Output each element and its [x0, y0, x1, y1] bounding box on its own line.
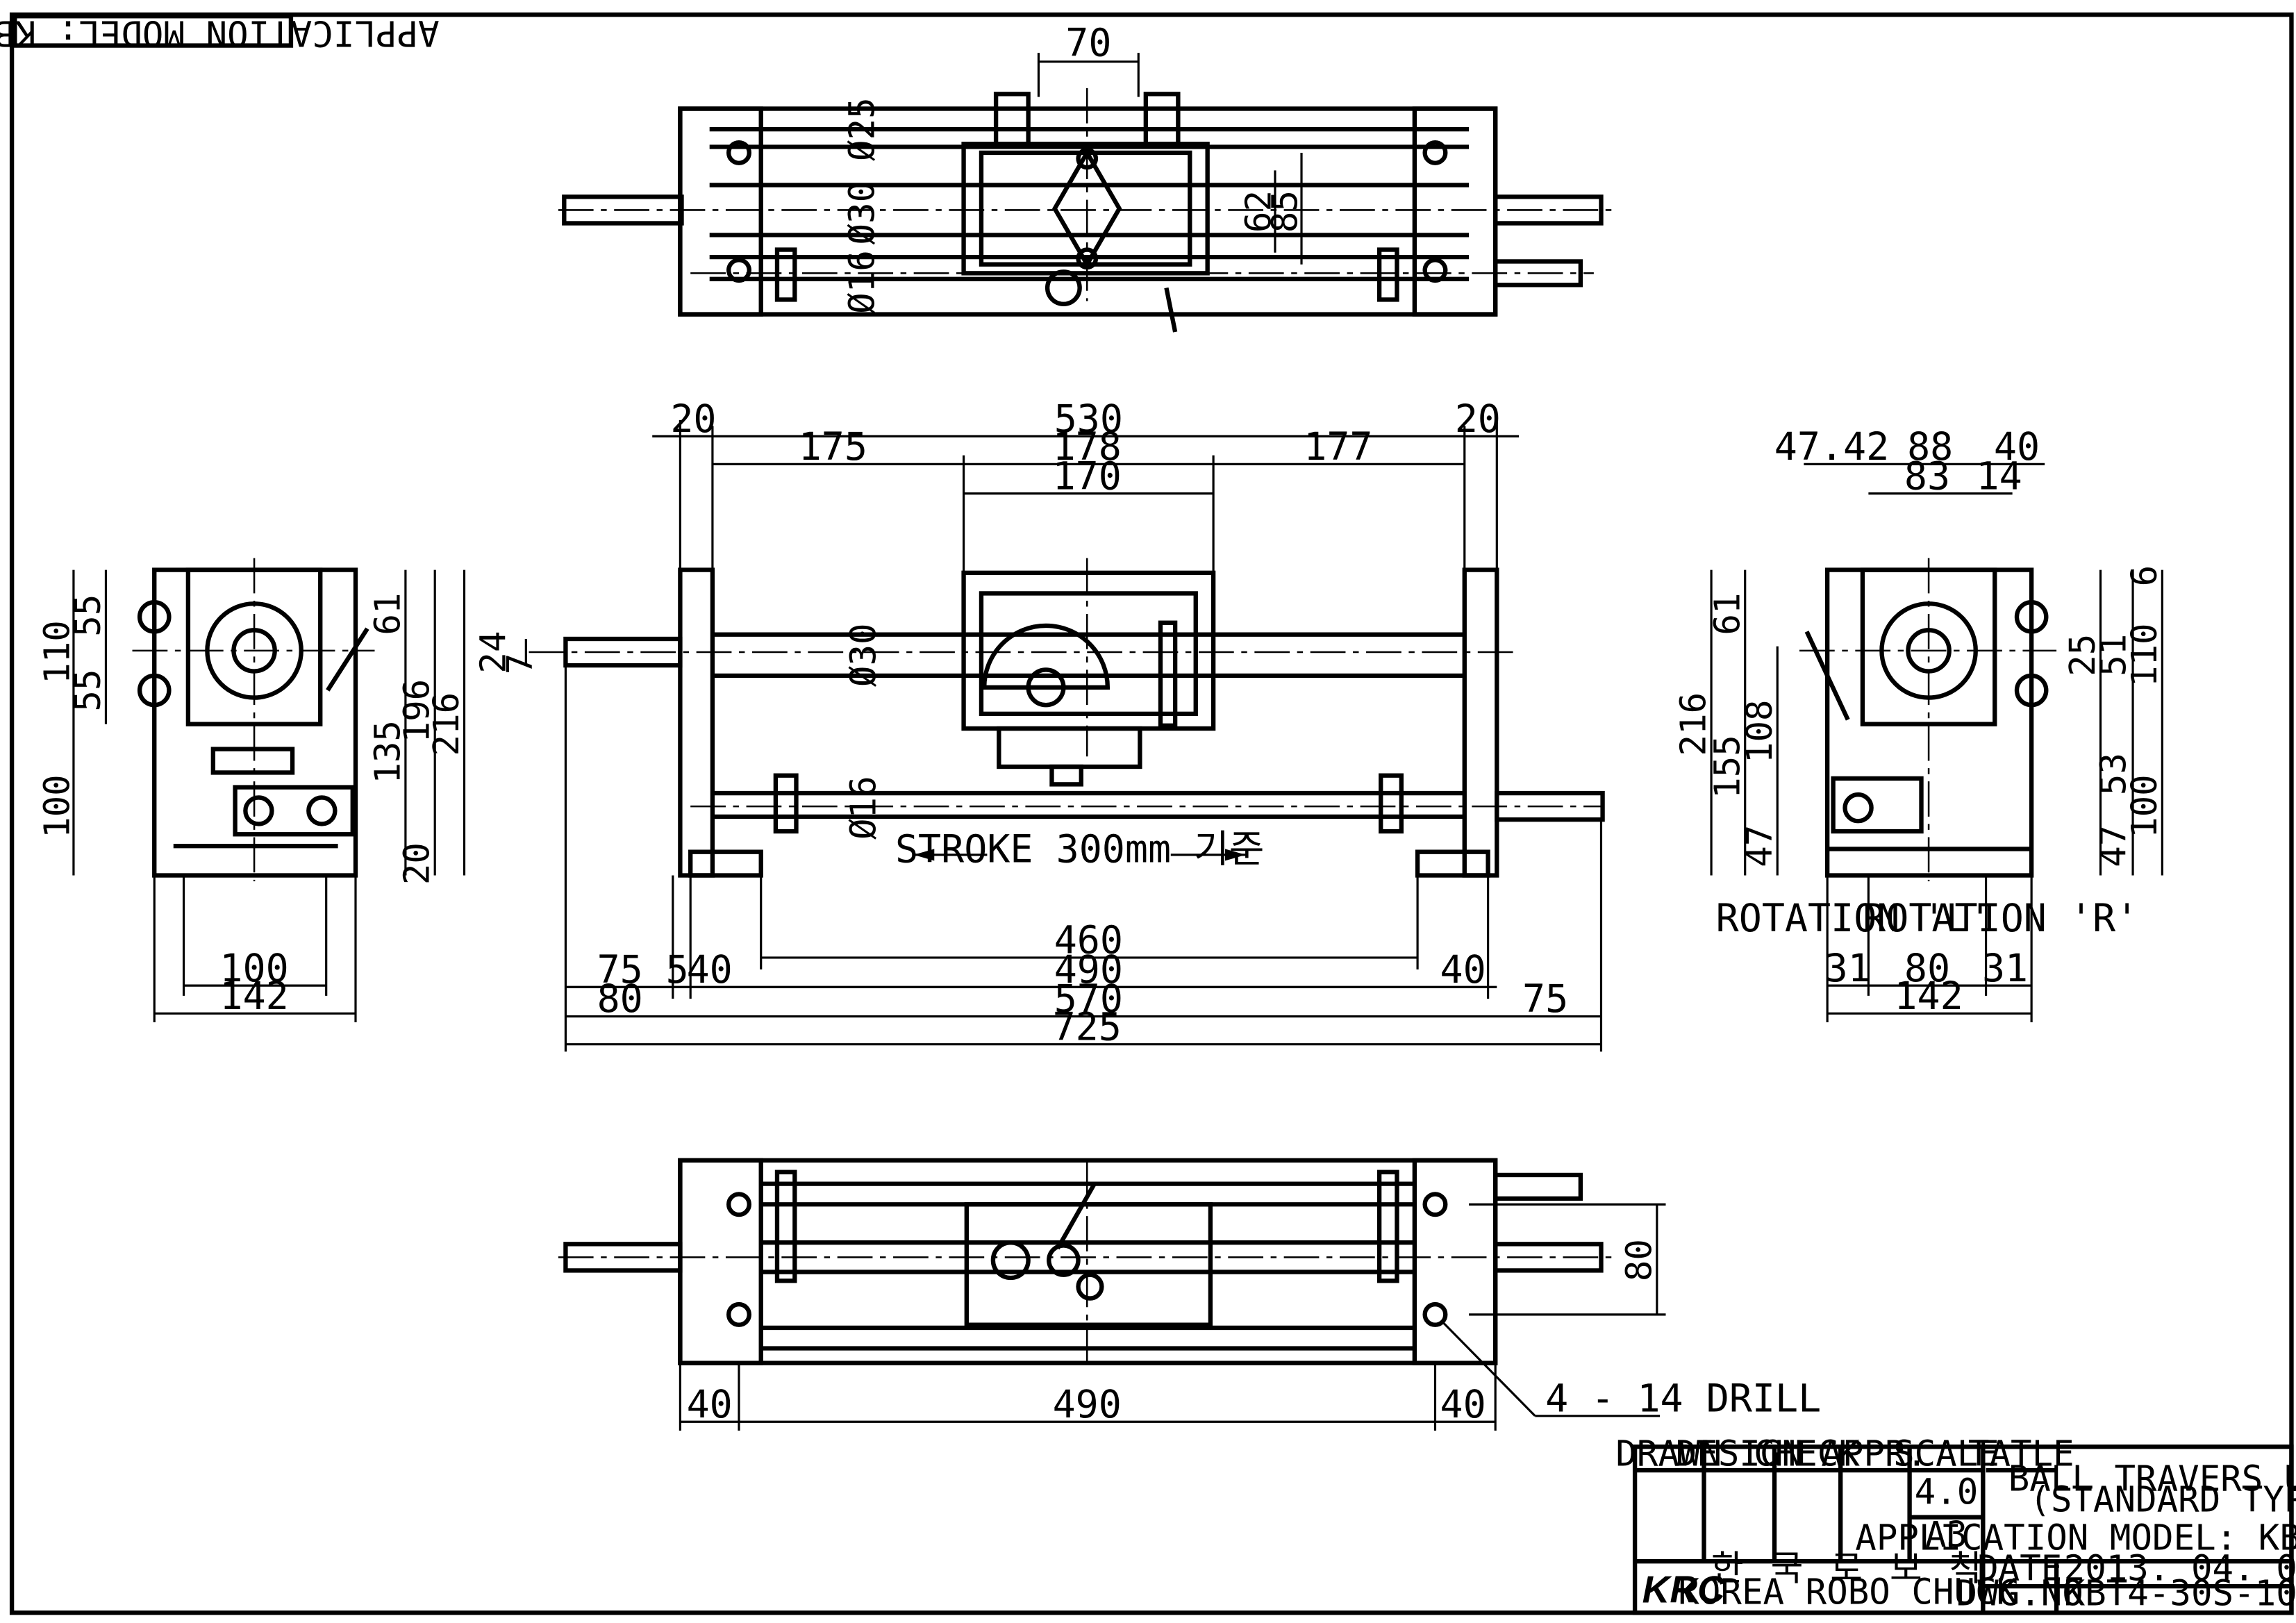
tb-check-header: CHECK [1754, 1433, 1860, 1474]
front-dim-40-left: 40 [687, 947, 733, 992]
left-dim-135: 135 [367, 720, 408, 784]
front-dim-40-right: 40 [1440, 947, 1486, 992]
tb-date-label: DATE [1977, 1548, 2062, 1589]
front-dim-178: 178 [1053, 424, 1122, 469]
tb-company-english: KOREA ROBO CHUCK [1678, 1572, 2018, 1613]
right-dim-14: 14 [1977, 453, 2022, 498]
front-dim-75-left: 75 [597, 947, 643, 992]
right-dim-31-left: 31 [1825, 946, 1871, 990]
right-dim-88: 88 [1907, 424, 1953, 469]
application-model-tag-text: APPLICATION MODEL: KBT4-30S [0, 13, 440, 53]
bottom-dim-80: 80 [1618, 1239, 1659, 1281]
front-dim-170: 170 [1053, 453, 1122, 498]
top-dim-70: 70 [1065, 20, 1111, 65]
bottom-view: 80 40 490 40 4 - 14 DRILL [558, 1158, 1821, 1431]
left-dim-142: 142 [219, 974, 288, 1018]
right-dim-53: 53 [2093, 753, 2133, 795]
tb-dwg-label: DWG.NO [1956, 1573, 2083, 1614]
right-dim-80: 80 [1904, 946, 1950, 990]
right-dim-100: 100 [2124, 774, 2165, 838]
tb-appr-header: APPR. [1821, 1433, 1927, 1474]
drawing-border [9, 12, 2294, 1615]
tb-title-header: TATLE [1968, 1433, 2074, 1474]
bottom-dim-40-right: 40 [1440, 1382, 1486, 1426]
left-dim-100-h: 100 [219, 946, 288, 990]
front-dim-460: 460 [1054, 918, 1123, 963]
front-dim-80: 80 [597, 976, 643, 1021]
tb-scale-value: 4.0 [1915, 1472, 1979, 1513]
right-dim-108: 108 [1739, 699, 1780, 763]
right-dim-31-right: 31 [1982, 946, 2028, 990]
left-dim-20: 20 [397, 842, 438, 885]
right-dim-155: 155 [1706, 735, 1747, 799]
right-dim-61: 61 [1706, 592, 1747, 635]
top-dim-d30: Ø30 [842, 181, 883, 245]
right-dim-51: 51 [2093, 634, 2133, 676]
right-dim-47-right: 47 [2093, 825, 2133, 867]
front-dim-24: 24 [473, 631, 514, 673]
tb-date-value: 2013. 04. 00 [2064, 1548, 2296, 1589]
tb-dwg-value: KBT4-30S-1000 [2064, 1573, 2296, 1614]
right-side-view: 47.42 88 40 83 14 6 25 51 110 53 100 47 … [1673, 424, 2165, 1022]
right-dim-6: 6 [2124, 565, 2165, 587]
right-dim-25: 25 [2062, 634, 2103, 676]
left-dim-196: 196 [397, 679, 438, 743]
front-dim-7: 7 [499, 654, 540, 675]
top-view: 70 Ø25 Ø30 Ø16 62 85 [558, 20, 1616, 333]
front-dim-177: 177 [1304, 424, 1372, 469]
left-dim-55-top: 55 [67, 594, 108, 637]
front-dim-20-left: 20 [670, 397, 716, 441]
left-dim-216: 216 [426, 692, 467, 756]
tb-scale-header: SCALE [1893, 1433, 1999, 1474]
top-dim-85: 85 [1265, 190, 1306, 233]
left-dim-61: 61 [367, 592, 408, 635]
front-dim-570: 570 [1054, 976, 1123, 1021]
rotation-l-label: ROTATION 'L' [1716, 896, 1992, 940]
tb-application: APPLICATION MODEL: KBT4-30S [1855, 1517, 2296, 1558]
top-dim-62: 62 [1238, 190, 1279, 233]
right-dim-47-42: 47.42 [1774, 424, 1889, 469]
front-view: STROKE 300mm 기준 20 530 20 175 178 177 17… [473, 397, 1605, 1052]
front-dim-725: 725 [1053, 1004, 1122, 1049]
front-dim-530: 530 [1054, 397, 1123, 441]
front-dim-d30: Ø30 [843, 623, 884, 687]
top-dim-d16: Ø16 [842, 250, 883, 314]
tb-drawn-header: DRAWN [1615, 1433, 1722, 1474]
right-dim-47-left: 47 [1739, 825, 1780, 867]
bottom-dim-490: 490 [1053, 1382, 1122, 1426]
right-dim-83: 83 [1904, 453, 1950, 498]
left-side-view: 55 110 55 100 61 135 196 216 20 100 142 [37, 558, 467, 1022]
krc-logo: KRC [1642, 1567, 1726, 1610]
right-dim-216: 216 [1673, 692, 1714, 756]
tb-title-line2: (STANDARD TYPE) [2029, 1479, 2296, 1520]
tb-sheet-size: A3 [1925, 1514, 1968, 1555]
front-dim-5: 5 [666, 947, 689, 992]
top-dim-d25: Ø25 [842, 97, 883, 161]
front-dim-175: 175 [799, 424, 867, 469]
title-block: DRAWN DESIGN CHECK APPR. SCALE TATLE 4.0… [1615, 1433, 2296, 1615]
rotation-r-label: ROTATION 'R' [1863, 896, 2138, 940]
left-dim-110: 110 [37, 620, 78, 684]
left-dim-100: 100 [37, 774, 78, 838]
application-model-tag: APPLICATION MODEL: KBT4-30S [0, 13, 440, 53]
front-dim-75-right: 75 [1522, 976, 1568, 1021]
right-dim-142: 142 [1894, 974, 1963, 1018]
front-dim-d16: Ø16 [843, 776, 884, 840]
tb-title-line1: BALL TRAVERS UNIT [2008, 1458, 2296, 1499]
drill-note: 4 - 14 DRILL [1545, 1376, 1821, 1420]
front-dim-20-right: 20 [1455, 397, 1501, 441]
bottom-dim-40-left: 40 [687, 1382, 733, 1426]
left-dim-55-bottom: 55 [67, 669, 108, 711]
right-dim-110: 110 [2124, 623, 2165, 687]
right-dim-40: 40 [1994, 424, 2040, 469]
tb-design-header: DESIGN [1676, 1433, 1803, 1474]
front-dim-490: 490 [1054, 947, 1123, 992]
tb-company-korean: 한 국 로 보 척 [1711, 1548, 1985, 1589]
stroke-note: STROKE 300mm 기준 [895, 826, 1264, 871]
